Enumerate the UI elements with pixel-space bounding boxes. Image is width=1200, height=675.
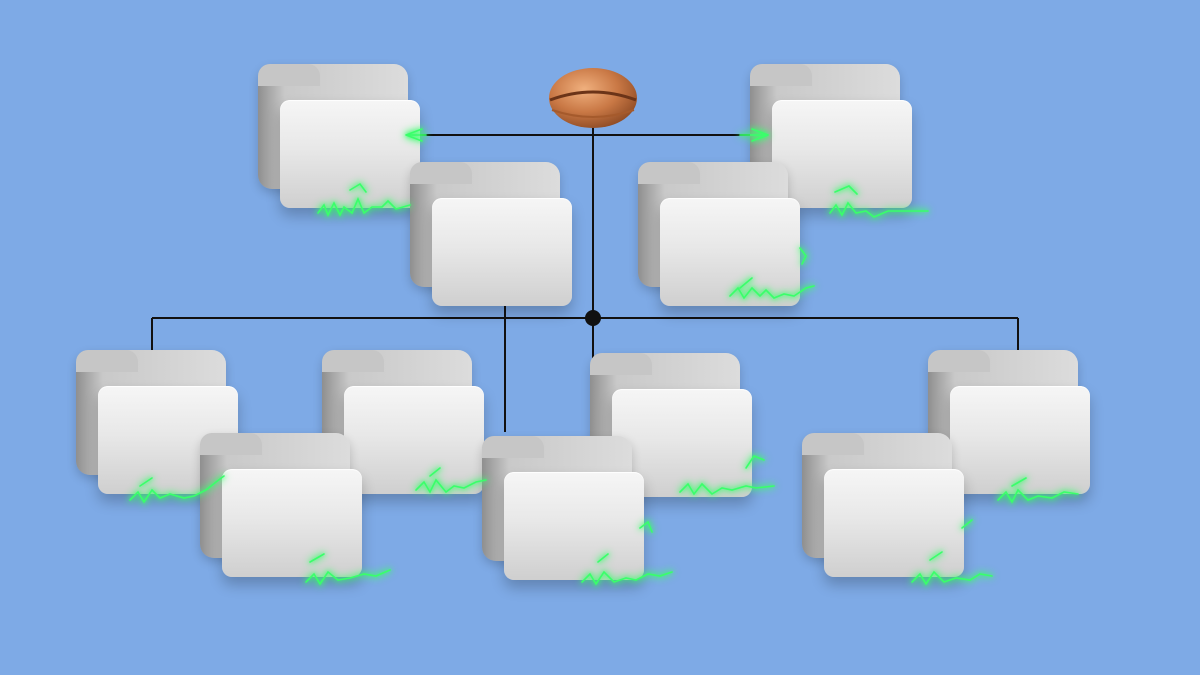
scribble-annotation bbox=[415, 467, 487, 494]
scribble-annotation bbox=[129, 475, 225, 504]
folder-icon bbox=[750, 64, 920, 214]
folder-icon bbox=[76, 350, 246, 500]
green-arrow-left bbox=[405, 128, 427, 142]
connector-hub-node bbox=[585, 310, 601, 326]
green-arrow-right bbox=[739, 128, 769, 142]
scribble-annotation bbox=[911, 519, 993, 586]
folder-icon bbox=[928, 350, 1098, 500]
scribble-annotation bbox=[317, 182, 411, 217]
scribble-annotation bbox=[729, 247, 815, 300]
folder-icon bbox=[482, 436, 652, 586]
folder-icon bbox=[638, 162, 808, 312]
scribble-annotation bbox=[679, 455, 775, 496]
scribble-annotation bbox=[829, 185, 929, 218]
folder-icon bbox=[590, 353, 760, 503]
scribble-annotation bbox=[997, 477, 1079, 504]
scribble-annotation bbox=[305, 553, 391, 586]
acorn-icon bbox=[549, 68, 637, 128]
folder-icon bbox=[410, 162, 580, 312]
folder-icon bbox=[200, 433, 370, 583]
folder-icon bbox=[802, 433, 972, 583]
folder-icon bbox=[258, 64, 428, 214]
scribble-annotation bbox=[581, 520, 673, 586]
